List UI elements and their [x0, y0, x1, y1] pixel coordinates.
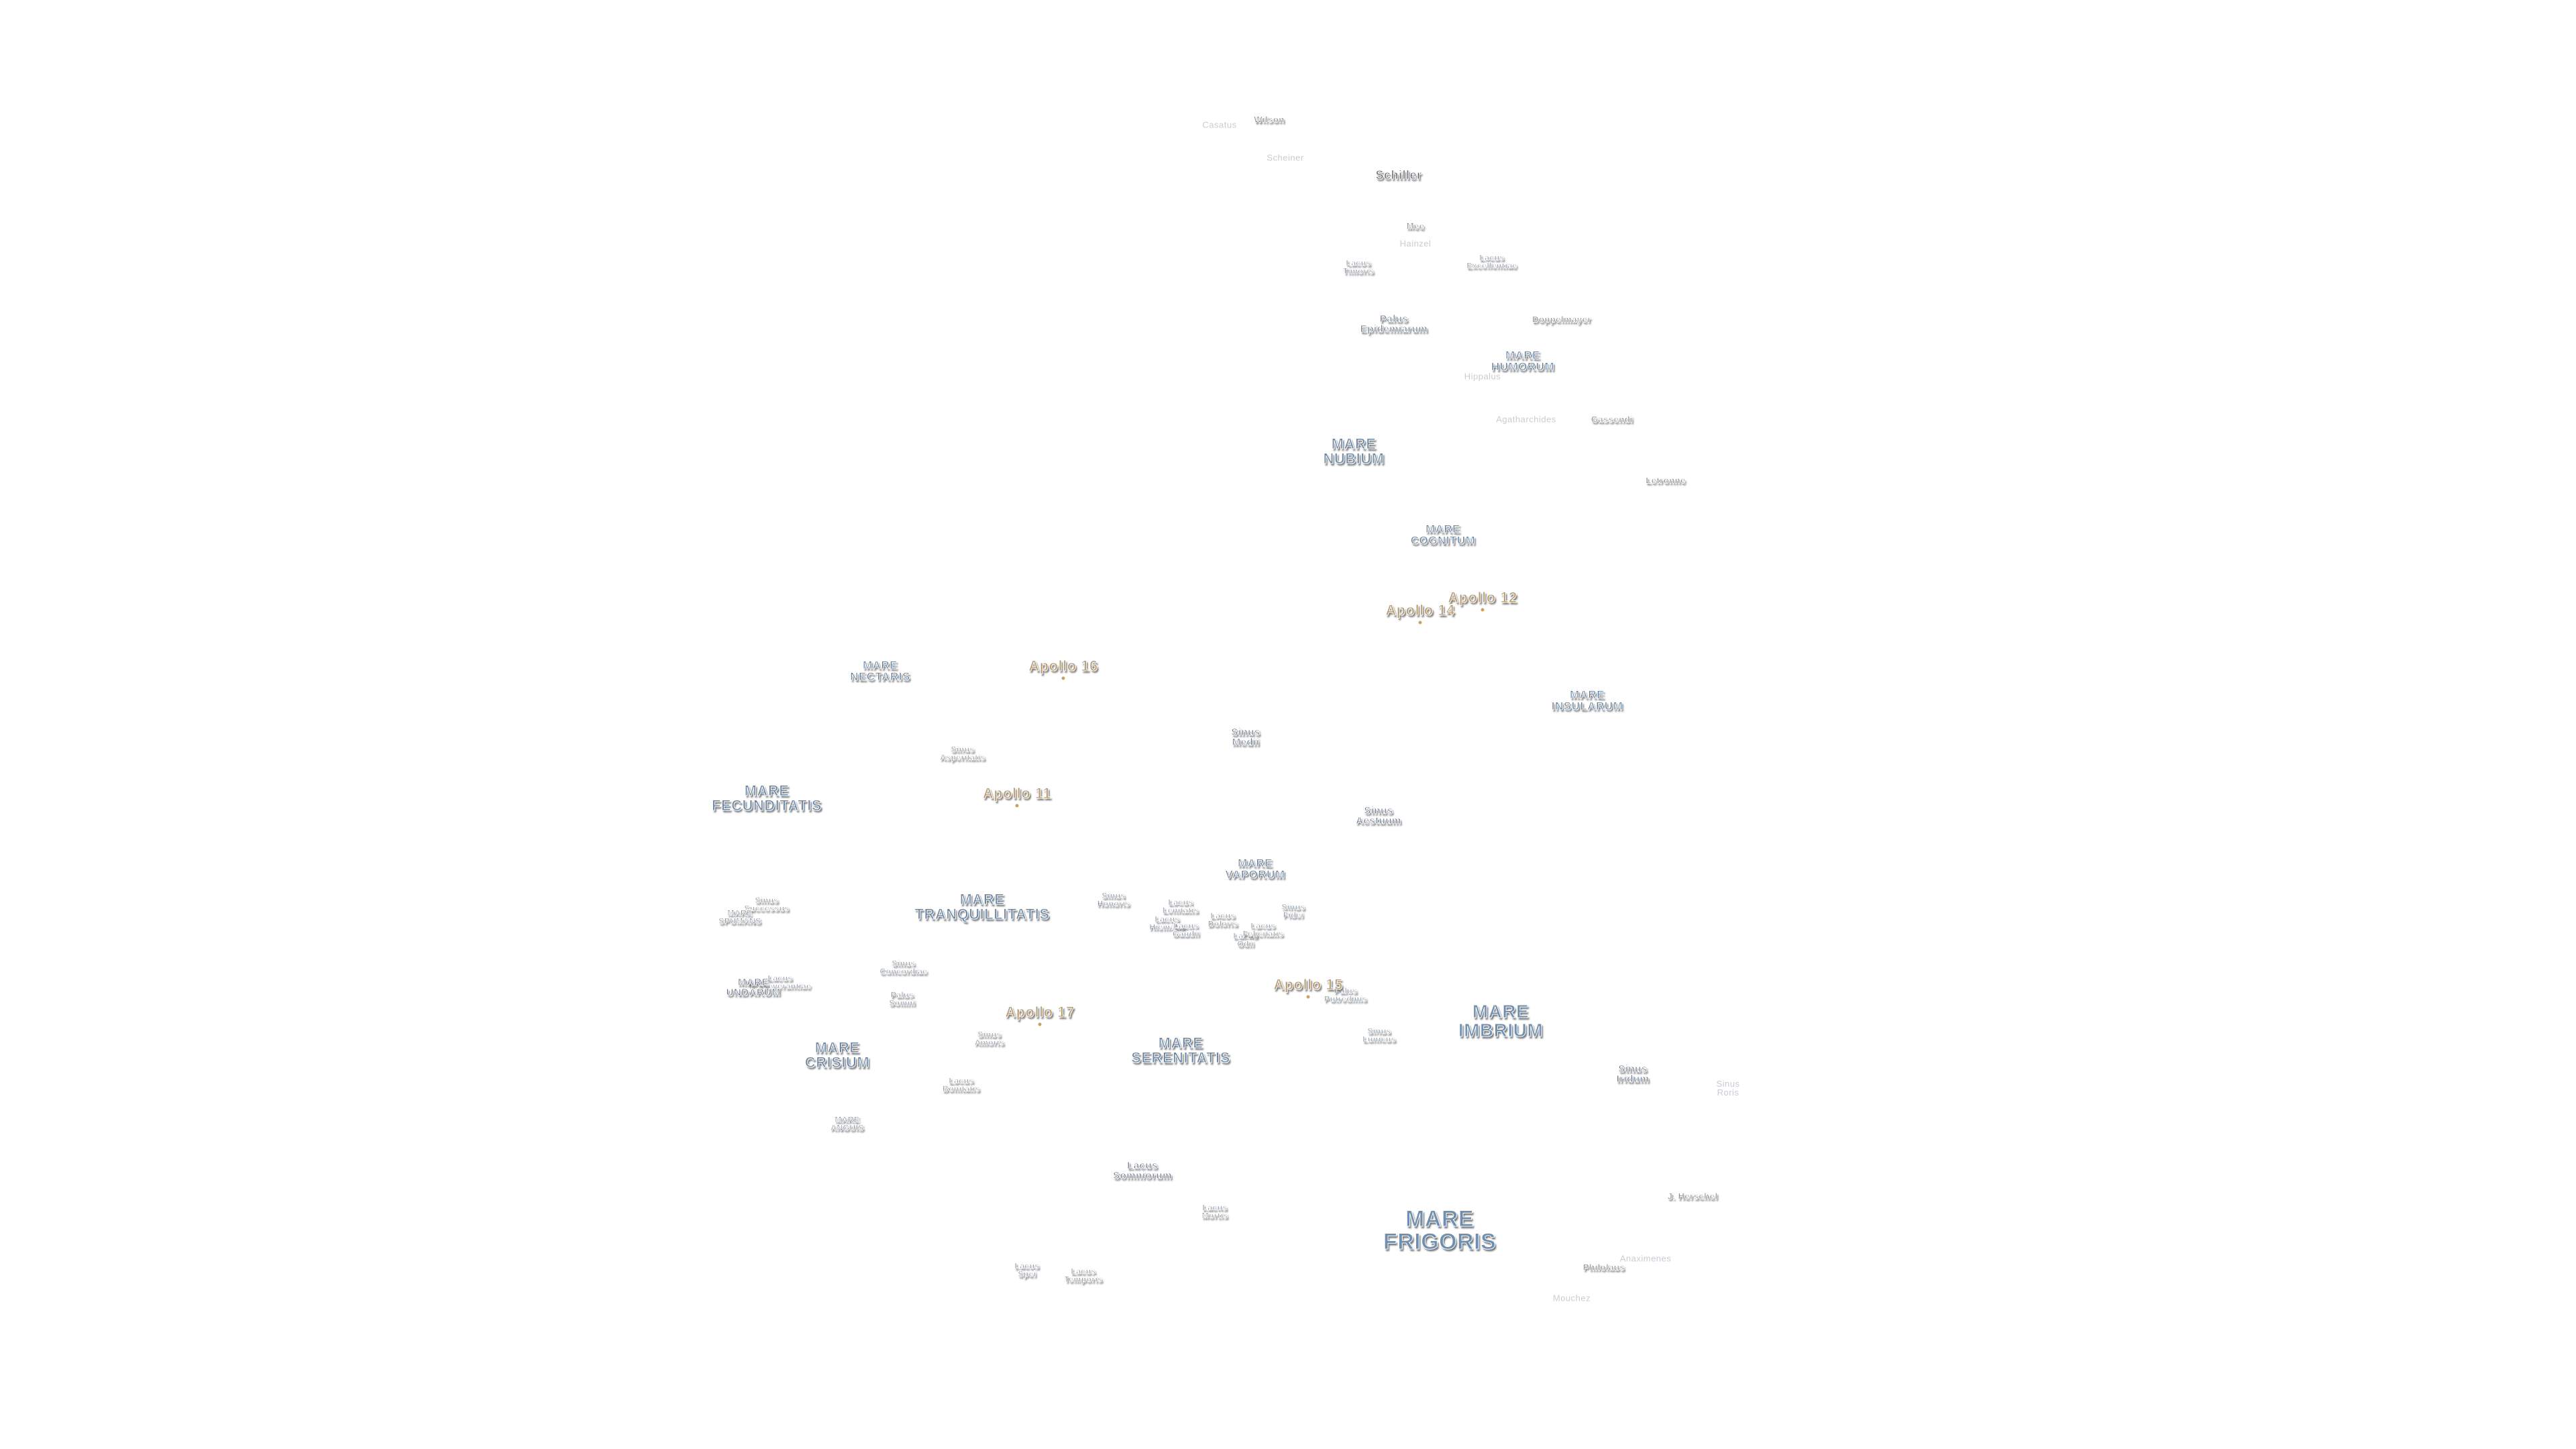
feature-label-lacus-mortis: Lacus Mortis — [1201, 1203, 1228, 1220]
feature-label-gassendi: Gassendi — [1591, 414, 1633, 425]
feature-label-sinus-amoris: Sinus Amoris — [974, 1030, 1005, 1047]
feature-label-lacus-doloris: Lacus Doloris — [1208, 911, 1238, 928]
feature-label-schiller: Schiller — [1375, 168, 1422, 182]
feature-label-philolaus: Philolaus — [1582, 1262, 1625, 1273]
feature-label-mare-tranquillitatis: MARE TRANQUILLITATIS — [914, 891, 1050, 922]
feature-label-wilson: Wilson — [1254, 114, 1285, 125]
feature-label-doppelmayer: Doppelmayer — [1532, 314, 1591, 325]
landing-marker-icon[interactable] — [1015, 804, 1019, 808]
landing-marker-icon[interactable] — [1038, 1022, 1042, 1026]
feature-label-mare-spumans: MARE SPUMANS — [718, 908, 761, 926]
feature-label-lacus-odii: Lacus Odii — [1233, 931, 1258, 949]
feature-label-sinus-lunicus: Sinus Lunicus — [1362, 1026, 1396, 1044]
feature-label-lacus-lenitatis: Lacus Lenitatis — [1163, 898, 1199, 915]
feature-label-mare-vaporum: MARE VAPORUM — [1225, 857, 1285, 881]
feature-label-j-herschel: J. Herschel — [1667, 1191, 1718, 1201]
feature-label-anaximenes: Anaximenes — [1619, 1253, 1672, 1264]
feature-label-mare-nubium: MARE NUBIUM — [1323, 435, 1385, 467]
landing-marker-icon[interactable] — [1061, 676, 1065, 680]
feature-label-hippalus: Hippalus — [1464, 371, 1501, 382]
feature-label-sinus-fidei: Sinus Fidei — [1281, 902, 1305, 920]
apollo-site-apollo-15[interactable]: Apollo 15 — [1273, 976, 1343, 993]
feature-label-lacus-temporis: Lacus Temporis — [1064, 1267, 1103, 1284]
feature-label-sinus-asperitatis: Sinus Asperitatis — [940, 745, 985, 762]
feature-label-lacus-timoris: Lacus Timoris — [1342, 258, 1375, 276]
feature-label-sinus-medii: Sinus Medii — [1231, 727, 1260, 748]
apollo-site-apollo-16[interactable]: Apollo 16 — [1028, 657, 1098, 674]
feature-label-lacus-excellentiae: Lacus Excellentiae — [1466, 253, 1517, 270]
landing-marker-icon[interactable] — [1481, 608, 1485, 612]
feature-label-mare-nectaris: MARE NECTARIS — [850, 659, 910, 683]
feature-label-sinus-successus: Sinus Successus — [744, 896, 790, 913]
feature-label-lacus-gaudii: Lacus Gaudii — [1172, 921, 1200, 938]
feature-label-mare-crisium: MARE CRISIUM — [804, 1039, 870, 1071]
feature-label-lacus-somniorum: Lacus Somniorum — [1113, 1160, 1172, 1181]
feature-label-palus-putredinis: Palus Putredinis — [1324, 986, 1367, 1004]
feature-label-mouchez: Mouchez — [1552, 1293, 1591, 1303]
apollo-site-apollo-14[interactable]: Apollo 14 — [1385, 602, 1455, 619]
apollo-site-apollo-11[interactable]: Apollo 11 — [982, 785, 1052, 802]
feature-label-sinus-roris: Sinus Roris — [1716, 1079, 1740, 1097]
feature-label-sinus-concordiae: Sinus Concordiae — [879, 959, 928, 976]
feature-label-mare-humorum: MARE HUMORUM — [1491, 349, 1555, 373]
feature-label-casatus: Casatus — [1202, 119, 1237, 130]
feature-label-lacus-felicitatis: Lacus Felicitatis — [1242, 921, 1284, 938]
feature-label-mare-undarum: MARE UNDARUM — [726, 977, 781, 998]
feature-label-scheiner: Scheiner — [1267, 152, 1304, 163]
feature-label-palus-epidemiarum: Palus Epidemiarum — [1360, 313, 1428, 335]
feature-label-mare-serenitatis: MARE SERENITATIS — [1131, 1034, 1230, 1066]
feature-label-mare-anguis: MARE ANGUIS — [830, 1115, 864, 1132]
feature-label-mee: Mee — [1406, 221, 1425, 231]
landing-marker-icon[interactable] — [1306, 995, 1310, 999]
feature-label-lacus-spei: Lacus Spei — [1014, 1261, 1040, 1279]
feature-label-lacus-hiemalis: Lacus Hiemalis — [1149, 914, 1185, 932]
feature-label-sinus-iridum: Sinus Iridum — [1616, 1063, 1650, 1085]
feature-label-lacus-bonitatis: Lacus Bonitatis — [943, 1076, 980, 1093]
feature-label-mare-cognitum: MARE COGNITUM — [1410, 523, 1476, 547]
feature-label-sinus-honoris: Sinus Honoris — [1097, 891, 1130, 908]
feature-label-sinus-aestuum: Sinus Aestuum — [1356, 805, 1401, 826]
apollo-site-apollo-12[interactable]: Apollo 12 — [1448, 589, 1517, 606]
feature-label-palus-somni: Palus Somni — [889, 990, 916, 1008]
feature-label-lacus-perseverantiae: Lacus Perseverantiae — [749, 973, 812, 991]
feature-label-mare-imbrium: MARE IMBRIUM — [1458, 1001, 1544, 1040]
feature-label-mare-frigoris: MARE FRIGORIS — [1383, 1206, 1497, 1254]
feature-label-agatharchides: Agatharchides — [1496, 414, 1556, 425]
feature-label-mare-insularum: MARE INSULARUM — [1551, 688, 1623, 712]
feature-label-hainzel: Hainzel — [1399, 238, 1432, 249]
feature-label-letronne: Letronne — [1646, 475, 1686, 486]
feature-label-mare-fecunditatis: MARE FECUNDITATIS — [711, 782, 822, 814]
apollo-site-apollo-17[interactable]: Apollo 17 — [1005, 1004, 1075, 1020]
landing-marker-icon[interactable] — [1418, 621, 1422, 625]
